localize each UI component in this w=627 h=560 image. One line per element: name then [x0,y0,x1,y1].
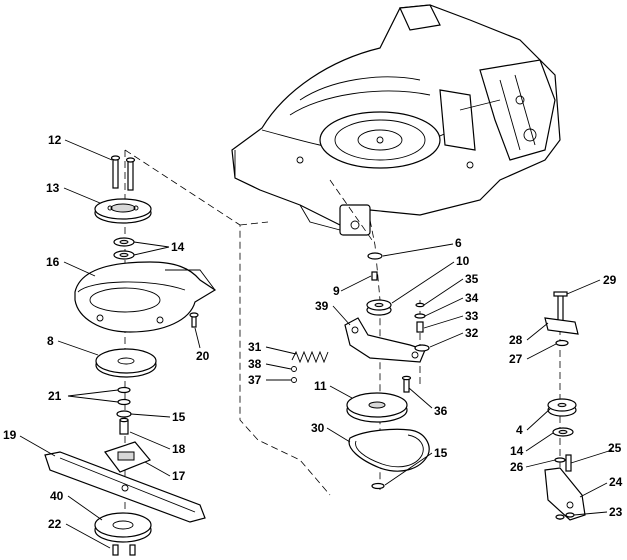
callout-40: 40 [50,489,64,503]
drive-plate-8 [95,348,157,378]
idler-pulley-10 [366,299,392,316]
callout-15: 15 [172,410,186,424]
callout-27: 27 [509,352,523,366]
spacer-9 [371,271,378,281]
callout-4: 4 [516,423,523,437]
callout-34: 34 [465,291,479,305]
idler-arm-39 [344,317,426,363]
screw-20 [189,312,199,328]
callout-14-right: 14 [510,444,524,458]
callout-10: 10 [456,254,470,268]
bearings-14 [113,237,135,260]
callout-12: 12 [48,133,62,147]
callout-14: 14 [171,240,185,254]
callout-24: 24 [609,475,623,489]
bolt-36 [401,375,412,393]
bracket-24 [544,467,586,521]
bearing-14-right [552,427,574,437]
callout-30: 30 [311,421,325,435]
leader-lines [19,139,613,549]
callout-33: 33 [465,309,479,323]
bolts-12 [110,155,136,191]
callout-15-center: 15 [434,446,448,460]
callout-20: 20 [196,349,210,363]
washer-6 [367,252,383,260]
callout-28: 28 [509,333,523,347]
belt-30 [348,428,430,472]
callout-37: 37 [248,373,262,387]
callout-11: 11 [314,379,327,393]
callout-13: 13 [46,181,60,195]
callout-22: 22 [48,517,62,531]
washer-15-left [116,410,132,418]
callout-36: 36 [434,404,448,418]
bolts-22 [112,544,136,556]
callout-35: 35 [465,272,479,286]
drive-pulley-11 [346,392,408,423]
spacer-18 [119,417,129,435]
callout-23: 23 [609,505,623,519]
nuts-23 [555,512,575,520]
pulley-4 [547,398,577,417]
callout-39: 39 [315,299,329,313]
pulley-13 [94,198,152,224]
washer-27 [555,339,569,347]
callout-9: 9 [333,284,340,298]
washer-15-center [371,482,385,490]
callout-31: 31 [248,340,262,354]
hardware-37-38 [291,366,297,383]
blade-19 [44,451,206,523]
callout-6: 6 [455,236,462,250]
spring-31 [291,350,329,364]
adapter-17 [104,441,151,473]
callout-18: 18 [172,442,186,456]
blade-disk-40 [94,512,152,543]
callout-17: 17 [172,469,186,483]
blade-housing-16 [74,261,217,333]
washers-21 [117,386,131,406]
callout-19: 19 [3,428,17,442]
bracket-28 [544,317,579,335]
callout-29: 29 [603,273,617,287]
callout-32: 32 [465,326,479,340]
washer-26 [554,457,566,463]
callout-25: 25 [608,441,622,455]
callout-21: 21 [48,389,62,403]
shaft-25 [565,454,572,472]
callout-16: 16 [46,255,60,269]
callout-38: 38 [248,357,262,371]
callout-8: 8 [47,334,54,348]
mower-deck-housing [231,4,561,236]
callout-26: 26 [510,460,524,474]
